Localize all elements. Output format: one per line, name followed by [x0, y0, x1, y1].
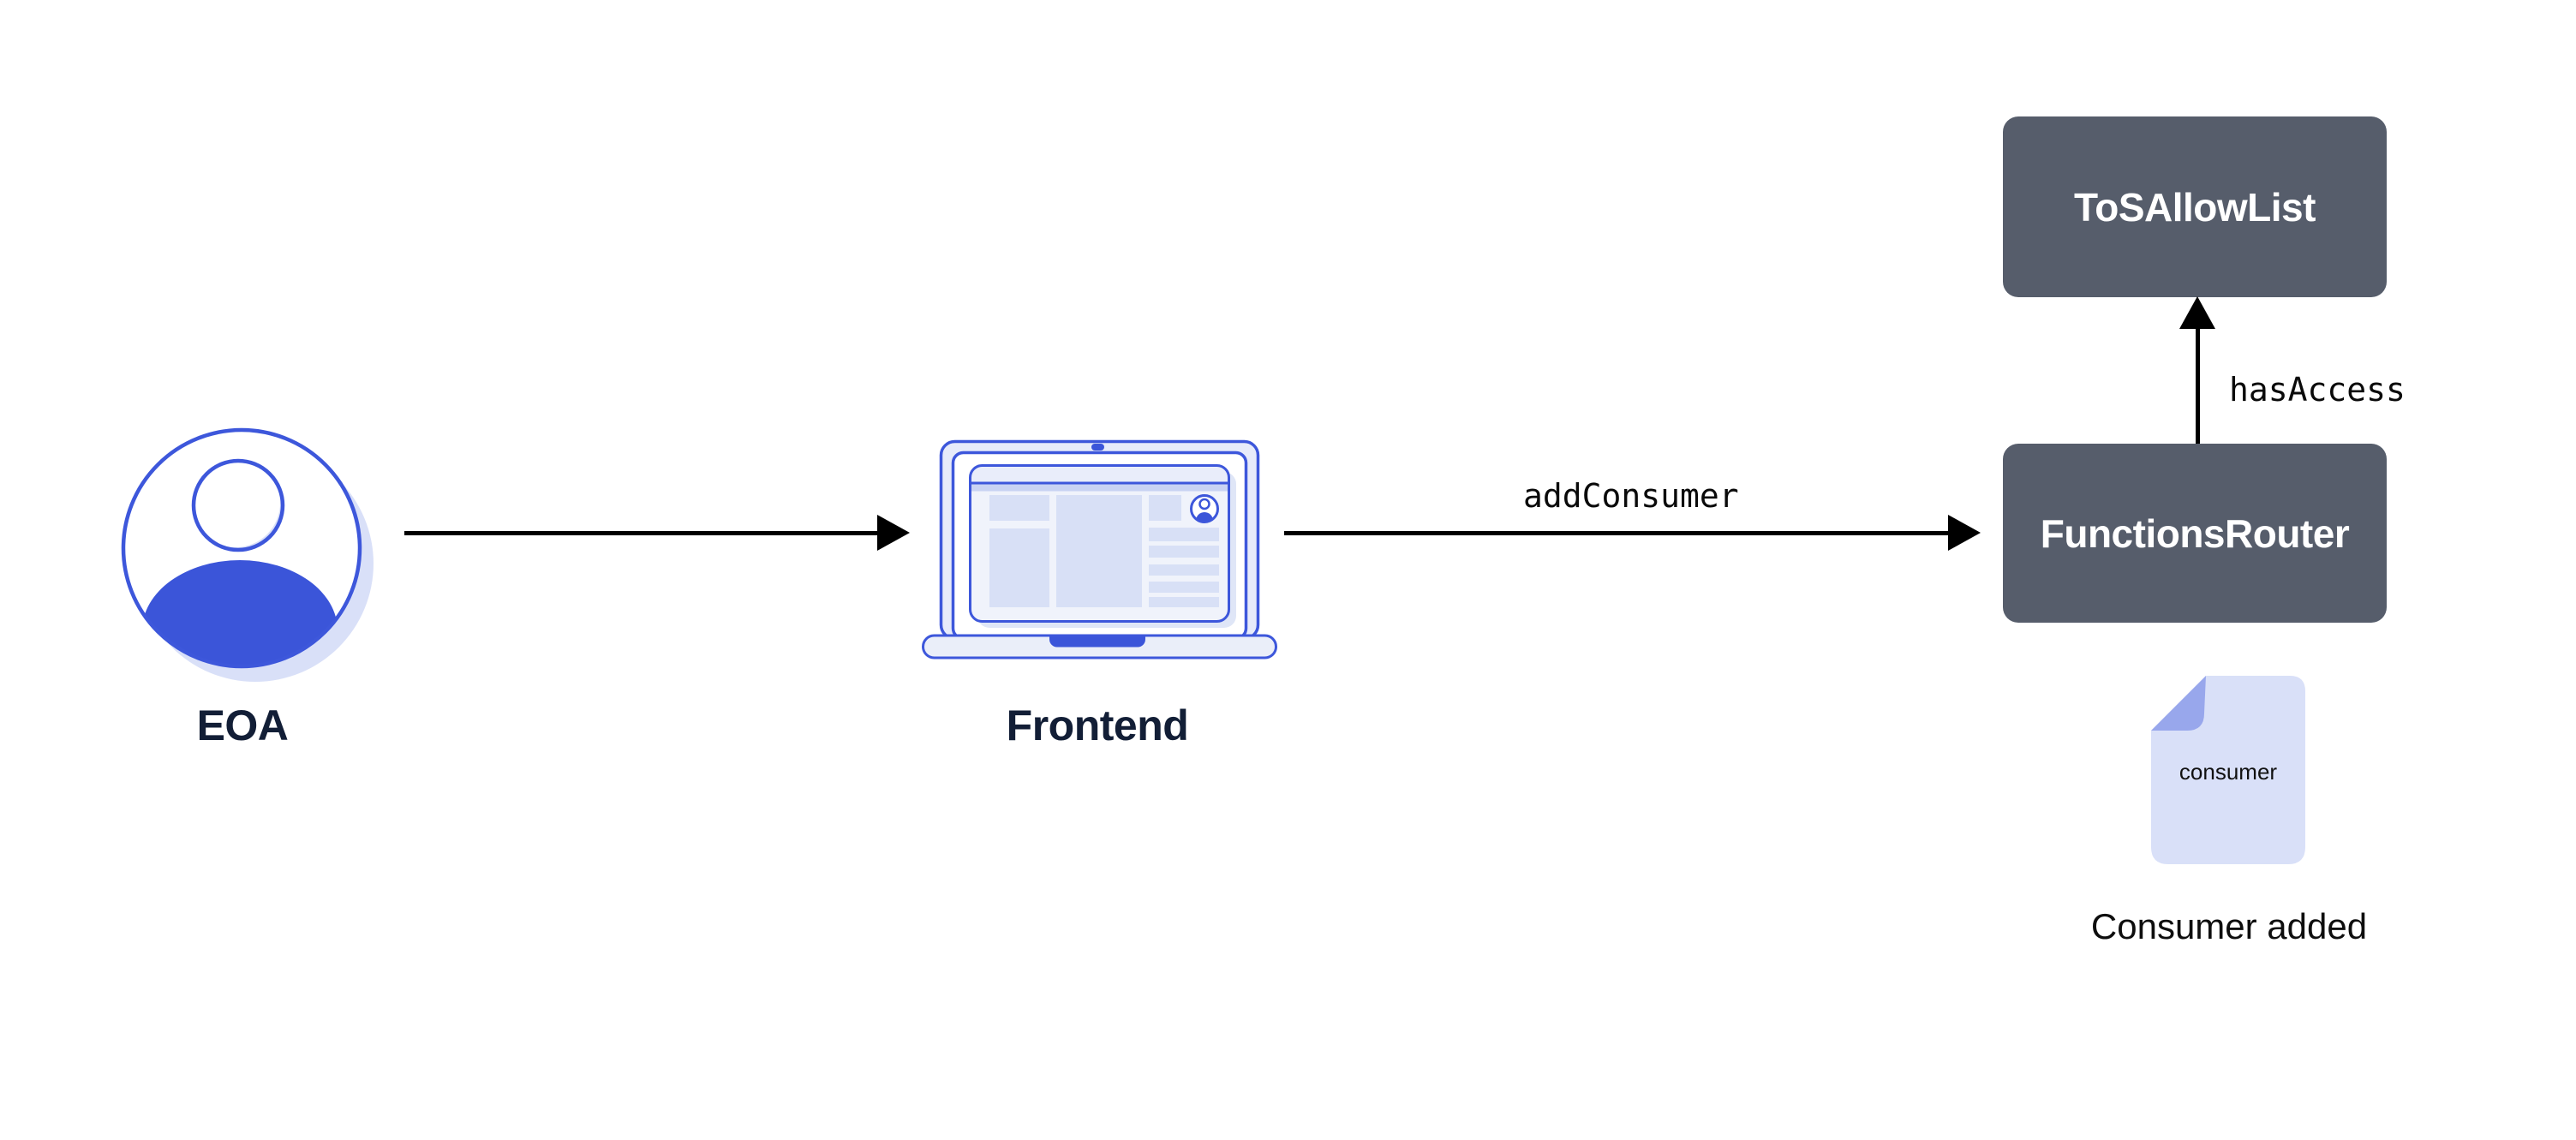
- node-tos-allow-list-label: ToSAllowList: [2074, 184, 2316, 230]
- arrowhead-functions-router-to-tos: [2179, 296, 2215, 329]
- node-functions-router: FunctionsRouter: [2003, 444, 2387, 623]
- node-eoa-label: EOA: [196, 701, 289, 749]
- arrowhead-eoa-to-frontend: [877, 515, 910, 551]
- node-frontend-label: Frontend: [1006, 701, 1189, 749]
- node-functions-router-label: FunctionsRouter: [2040, 510, 2350, 556]
- consumer-doc-caption: Consumer added: [2090, 906, 2368, 946]
- node-eoa: [113, 418, 387, 692]
- node-consumer-doc: [2149, 674, 2307, 866]
- node-frontend: [922, 436, 1282, 660]
- document-icon: [2151, 676, 2305, 864]
- edge-label-has-access: hasAccess: [2229, 371, 2406, 409]
- arrow-functions-router-to-tos: [2195, 329, 2200, 444]
- node-tos-allow-list: ToSAllowList: [2003, 116, 2387, 297]
- consumer-doc-text: consumer: [2179, 759, 2278, 785]
- user-avatar-icon: [121, 427, 374, 682]
- arrow-eoa-to-frontend: [404, 531, 881, 535]
- arrow-frontend-to-functions-router: [1284, 531, 1950, 535]
- edge-label-add-consumer: addConsumer: [1523, 477, 1739, 515]
- laptop-icon: [922, 439, 1277, 660]
- arrowhead-frontend-to-functions-router: [1948, 515, 1981, 551]
